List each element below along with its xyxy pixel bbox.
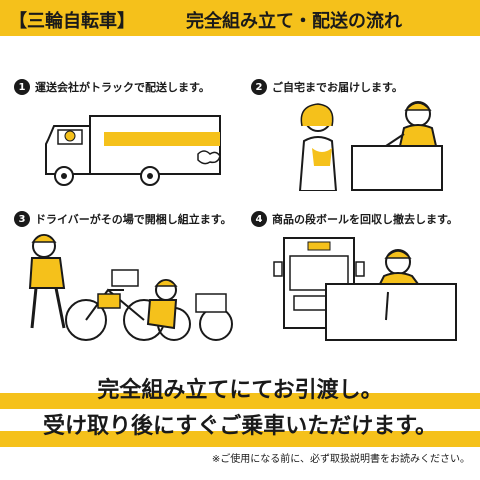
footer-headline-2: 受け取り後にすぐご乗車いただけます。 bbox=[42, 414, 438, 439]
step-2-number: 2 bbox=[251, 79, 267, 95]
footer-headline-1: 完全組み立てにてお引渡し。 bbox=[97, 378, 383, 403]
truck-delivery-illustration bbox=[45, 115, 221, 186]
step-1-number: 1 bbox=[14, 79, 30, 95]
step-4-number: 4 bbox=[251, 211, 267, 227]
step-1-text: 運送会社がトラックで配送します。 bbox=[35, 81, 210, 94]
page-title: 【三輪自転車】 bbox=[9, 11, 135, 32]
page-subtitle: 完全組み立て・配送の流れ bbox=[186, 11, 402, 32]
step-3-text: ドライバーがその場で開梱し組立ます。 bbox=[35, 213, 232, 226]
step-4-caption: 4 商品の段ボールを回収し撤去します。 bbox=[251, 211, 458, 227]
highlight-band-1 bbox=[0, 393, 480, 409]
step-2-caption: 2 ご自宅までお届けします。 bbox=[251, 79, 403, 95]
header-banner: 【三輪自転車】 完全組み立て・配送の流れ bbox=[0, 0, 480, 36]
box-collection-illustration bbox=[273, 237, 457, 341]
step-1-caption: 1 運送会社がトラックで配送します。 bbox=[14, 79, 210, 95]
step-3-number: 3 bbox=[14, 211, 30, 227]
step-4-text: 商品の段ボールを回収し撤去します。 bbox=[272, 213, 458, 226]
step-3-caption: 3 ドライバーがその場で開梱し組立ます。 bbox=[14, 211, 232, 227]
manual-notice: ※ご使用になる前に、必ず取扱説明書をお読みください。 bbox=[211, 454, 470, 465]
step-2-text: ご自宅までお届けします。 bbox=[272, 81, 403, 94]
home-delivery-illustration bbox=[298, 101, 443, 191]
assembly-illustration bbox=[28, 234, 233, 341]
highlight-band-2 bbox=[0, 431, 480, 447]
